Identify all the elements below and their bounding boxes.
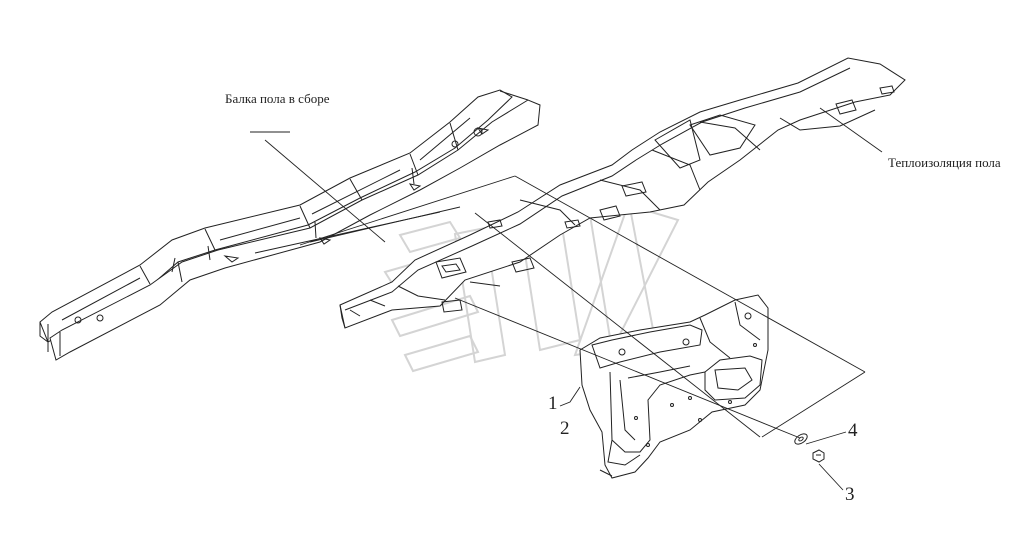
nut-part — [812, 449, 825, 463]
floor-insulation-label: Теплоизоляция пола — [888, 155, 1001, 170]
washer-part — [794, 433, 808, 445]
callout-2: 2 — [560, 418, 570, 439]
floor-insulation-part — [339, 57, 906, 329]
assembly-lines — [250, 107, 883, 491]
callout-3: 3 — [845, 484, 855, 505]
callout-4: 4 — [848, 420, 858, 441]
floor-beam-assembly-part — [39, 89, 541, 361]
floor-beam-assembly-label: Балка пола в сборе — [225, 91, 330, 106]
callout-1: 1 — [548, 393, 558, 414]
